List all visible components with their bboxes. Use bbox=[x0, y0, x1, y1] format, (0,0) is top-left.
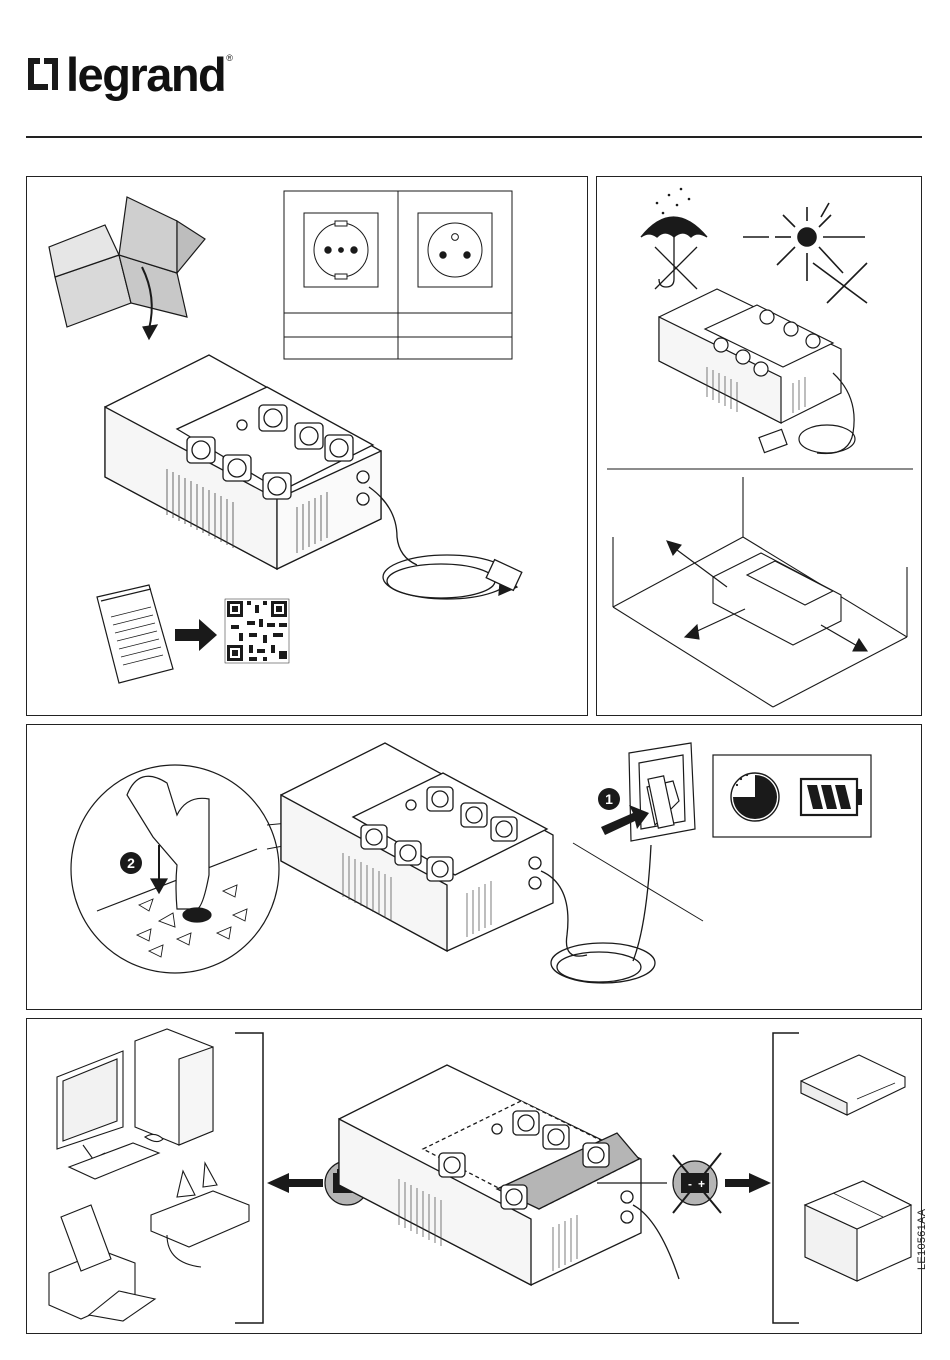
panel-unpacking bbox=[26, 176, 588, 716]
left-bracket bbox=[235, 1033, 263, 1323]
french-socket-icon bbox=[418, 213, 492, 287]
step-2-number: 2 bbox=[127, 855, 135, 871]
registered-mark: ® bbox=[226, 53, 233, 63]
arrow-icon bbox=[175, 619, 217, 651]
ups-device-illustration bbox=[339, 1065, 679, 1285]
ups-device-illustration bbox=[281, 743, 655, 983]
header-rule bbox=[26, 136, 922, 138]
legrand-logo-mark-icon bbox=[26, 54, 60, 94]
document-code: LE10561AA bbox=[916, 1210, 928, 1270]
qr-code-icon bbox=[225, 599, 289, 663]
desktop-computer-illustration bbox=[57, 1029, 213, 1179]
open-box-icon bbox=[49, 197, 205, 339]
printer-illustration bbox=[49, 1205, 155, 1321]
ups-device-illustration bbox=[105, 355, 522, 599]
wall-socket-illustration bbox=[573, 743, 703, 921]
battery-charging-icon bbox=[801, 779, 862, 815]
charge-indicator-box bbox=[713, 755, 871, 837]
right-bracket bbox=[773, 1033, 799, 1323]
power-block-illustration bbox=[805, 1181, 911, 1281]
socket-table bbox=[284, 191, 512, 359]
sun-crossed-icon bbox=[743, 203, 867, 303]
ups-outdoor-illustration bbox=[659, 289, 855, 454]
umbrella-rain-crossed-icon bbox=[641, 188, 707, 289]
charge-time-clock-icon bbox=[731, 773, 779, 821]
brand-name: legrand bbox=[66, 51, 225, 98]
manual-icon bbox=[97, 585, 173, 683]
arrow-left-icon bbox=[267, 1173, 323, 1193]
panel-environment bbox=[596, 176, 922, 716]
panel-power-on: 2 bbox=[26, 724, 922, 1010]
fax-machine-illustration bbox=[151, 1163, 249, 1267]
panel-load-connection: - + bbox=[26, 1018, 922, 1334]
step-1-number: 1 bbox=[605, 791, 613, 807]
schuko-socket-icon bbox=[304, 213, 378, 287]
network-device-illustration bbox=[801, 1055, 905, 1115]
arrow-right-icon bbox=[725, 1173, 771, 1193]
battery-crossed-icon: - + bbox=[673, 1153, 721, 1213]
room-placement-illustration bbox=[613, 477, 907, 707]
brand-logo: legrand ® bbox=[26, 44, 233, 104]
